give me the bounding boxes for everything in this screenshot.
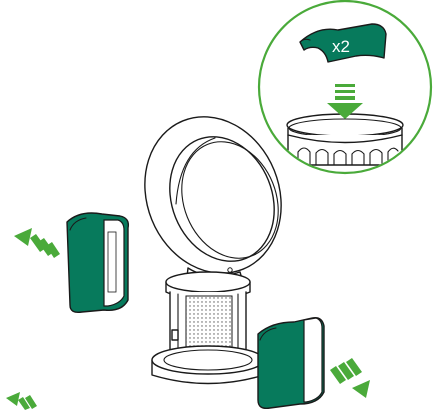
removal-arrow-right-icon <box>330 358 370 398</box>
quantity-label: x2 <box>332 37 350 56</box>
left-filter-cover <box>67 213 128 312</box>
fan-base <box>152 346 264 384</box>
removal-arrow-left-icon <box>14 228 60 258</box>
right-filter-cover <box>258 318 324 409</box>
inset-detail: x2 <box>259 1 431 173</box>
inset-filter-top <box>287 114 403 165</box>
removal-arrow-bottom-left-icon <box>6 392 37 410</box>
status-dot <box>228 268 232 272</box>
